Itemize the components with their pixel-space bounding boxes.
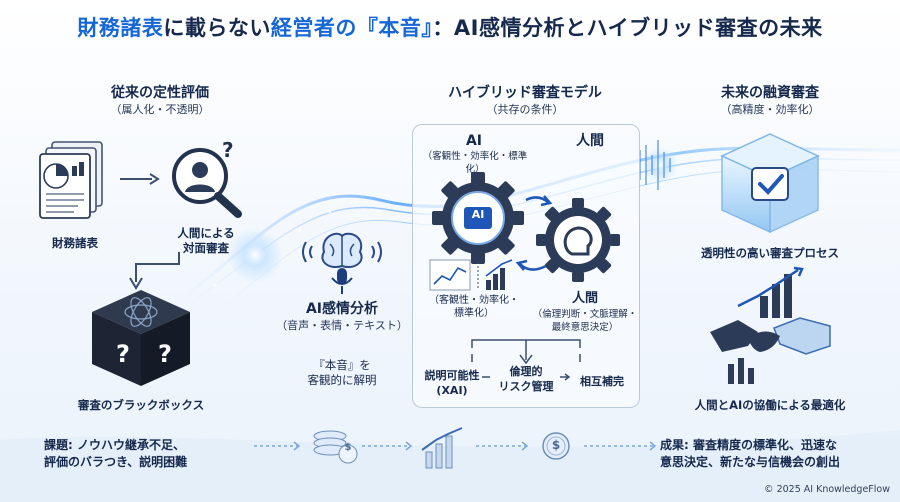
hybrid-ai-sub: （客観性・効率化・標準化）: [422, 151, 528, 175]
transparent-process-cube-icon: [720, 133, 820, 234]
hybrid-human-bottom-title: 人間: [571, 291, 598, 306]
right-subheading: （高精度・効率化）: [720, 103, 820, 116]
hybrid-ai-title: AI: [465, 133, 483, 149]
question-mark-icon: ?: [222, 138, 234, 162]
arrow-right-icon: [120, 173, 160, 185]
collaboration-label: 人間とAIの協働による最適化: [694, 398, 846, 412]
ai-emotion-heading: AI感情分析: [305, 301, 379, 317]
mutual-label: 相互補完: [580, 375, 624, 388]
bottom-progress-flow: [254, 427, 657, 469]
ai-gear-text: AI: [471, 208, 485, 221]
hybrid-gears-icon: [432, 172, 620, 282]
ai-emotion-sub: （音声・表情・テキスト）: [276, 319, 408, 332]
rising-chart-icon: [421, 427, 463, 469]
hybrid-sub: （共存の条件）: [486, 103, 564, 116]
human-ai-handshake-icon: [710, 266, 831, 384]
cube-question-left: ?: [116, 340, 130, 368]
coin-stack-icon: [313, 430, 358, 464]
hybrid-human-bottom: （倫理判断・文脈理解・ 最終意思決定）: [532, 309, 638, 333]
hybrid-heading: ハイブリッド審査モデル: [448, 85, 602, 101]
financial-statements-icon: [39, 141, 103, 219]
blackbox-cube-icon: ? ?: [92, 290, 190, 386]
mini-charts-icon: [429, 259, 513, 291]
hybrid-connector-lines: [471, 339, 581, 365]
hybrid-small-arrows: [482, 373, 571, 381]
copyright-text: © 2025 AI KnowledgeFlow: [764, 484, 890, 495]
right-heading: 未来の融資審査: [721, 85, 819, 101]
left-subheading: （属人化・不透明）: [110, 103, 210, 116]
xai-label: 説明可能性 (XAI): [424, 369, 480, 397]
coin-icon: [542, 432, 570, 460]
issues-text: 課題: ノウハウ継承不足、 評価のバラつき、説明困難: [44, 438, 188, 469]
ethics-label: 倫理的 リスク管理: [498, 365, 554, 393]
left-heading: 従来の定性評価: [111, 85, 209, 101]
interview-label: 人間による 対面審査: [177, 226, 235, 255]
blackbox-label: 審査のブラックボックス: [77, 398, 205, 412]
ai-brain-mic-icon: [302, 232, 382, 294]
arrow-down-icon: [129, 252, 180, 290]
transparent-process-label: 透明性の高い審査プロセス: [701, 246, 839, 260]
financial-statements-label: 財務諸表: [52, 236, 98, 250]
interview-magnifier-icon: [172, 148, 242, 218]
coin-stack-symbol: $: [344, 442, 352, 453]
coin-symbol: $: [551, 438, 561, 452]
page-title: 財務諸表に載らない経営者の『本音』：AI感情分析とハイブリッド審査の未来: [77, 16, 823, 40]
cube-question-right: ?: [158, 340, 172, 368]
ai-emotion-desc: 『本音』を 客観的に解明: [307, 358, 377, 387]
hybrid-ai-bottom: （客観性・効率化・ 標準化）: [429, 295, 519, 319]
hybrid-human-title: 人間: [576, 133, 604, 149]
results-text: 成果: 審査精度の標準化、迅速な 意思決定、新たな与信機会の創出: [660, 438, 841, 469]
